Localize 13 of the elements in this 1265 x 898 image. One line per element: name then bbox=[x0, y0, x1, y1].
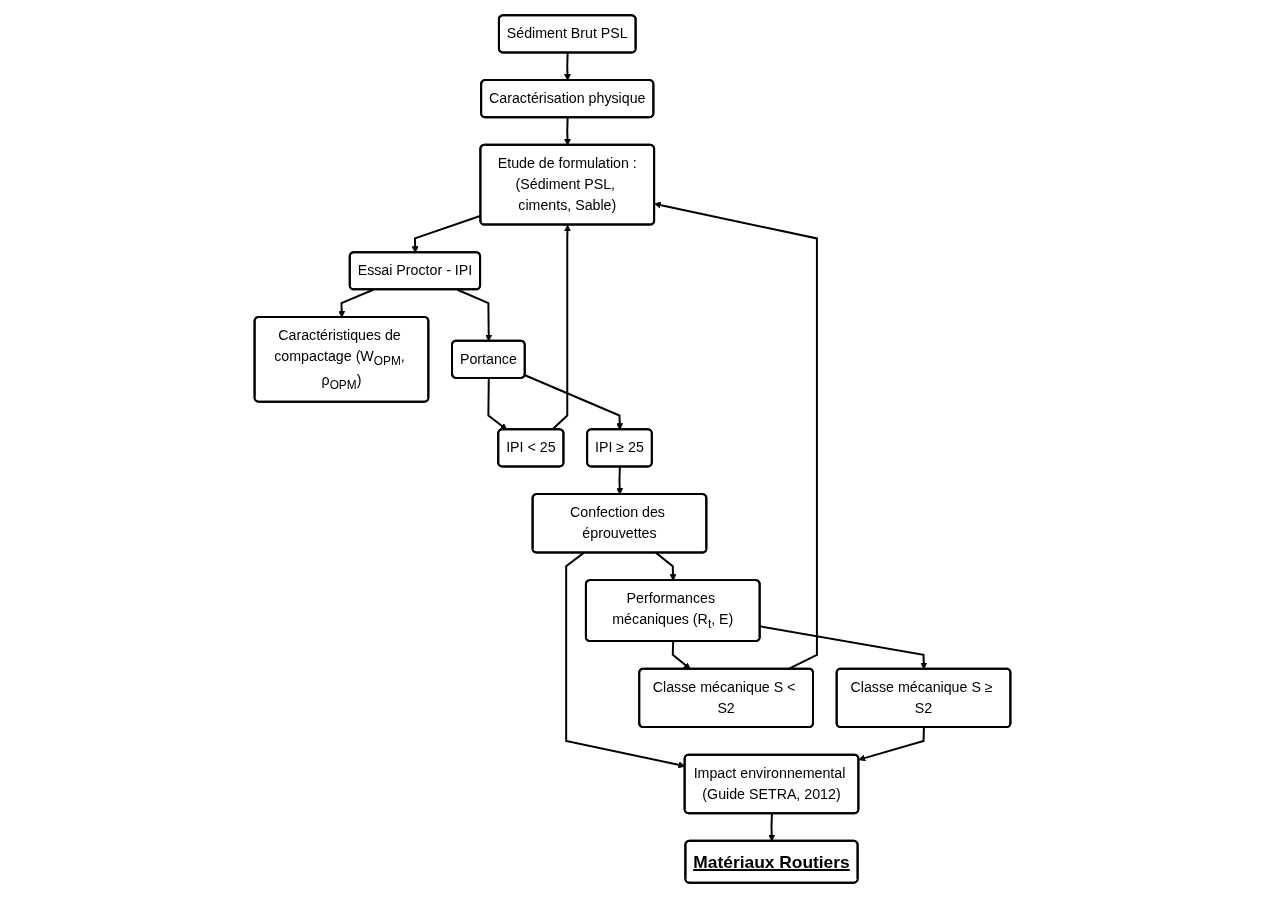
arrow bbox=[564, 51, 571, 81]
arrow bbox=[456, 288, 493, 342]
arrow bbox=[524, 374, 624, 430]
arrow bbox=[564, 116, 571, 146]
arrow bbox=[487, 377, 508, 430]
arrow bbox=[858, 726, 925, 762]
arrow bbox=[551, 224, 571, 431]
arrow bbox=[616, 465, 624, 495]
arrow bbox=[338, 288, 375, 318]
arrow bbox=[671, 640, 691, 670]
arrow bbox=[655, 551, 677, 581]
arrow bbox=[768, 812, 776, 842]
arrow bbox=[759, 625, 928, 670]
